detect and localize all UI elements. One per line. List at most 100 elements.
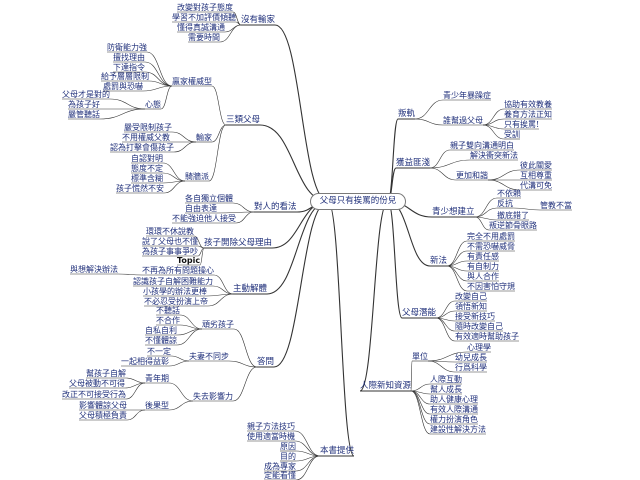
- b3-item-3[interactable]: 不能強迫他人接受: [172, 214, 236, 223]
- b9-sub-item-3[interactable]: 代溝可免: [520, 181, 552, 190]
- branch-interpersonal[interactable]: 人際新知資源: [360, 381, 412, 391]
- b7-item-4[interactable]: 目的: [280, 452, 296, 461]
- branch-parent-potential[interactable]: 父母潛能: [402, 308, 437, 318]
- b6-s3a-label[interactable]: 青年期: [145, 374, 169, 383]
- b2-s1-item-1[interactable]: 防衛能力強: [107, 43, 147, 52]
- b13-sub-label[interactable]: 單位: [412, 352, 428, 361]
- b10-item-1[interactable]: 不依賴: [497, 189, 521, 198]
- branch-new-method[interactable]: 新法: [430, 256, 448, 266]
- b2-s1-item-3[interactable]: 下達指令: [113, 63, 145, 72]
- central-topic[interactable]: 父母只有挨罵的份兒: [310, 193, 406, 210]
- b11-item-5[interactable]: 與人合作: [467, 272, 499, 281]
- b2-s3-item-3[interactable]: 標準含糊: [131, 174, 163, 183]
- b6-s3b-item-2[interactable]: 父母積極負責: [79, 411, 127, 420]
- b4-item-2[interactable]: 說了父母也不懂: [142, 237, 198, 246]
- branch-teen-build[interactable]: 青少想建立: [432, 207, 475, 217]
- b2-s1-item-2[interactable]: 擅找理由: [113, 53, 145, 62]
- b13-item-1[interactable]: 人際互動: [430, 375, 462, 384]
- b12-item-2[interactable]: 領悟新知: [455, 302, 487, 311]
- b11-item-3[interactable]: 有責任感: [467, 252, 499, 261]
- b5-item-2[interactable]: 認識孩子自解困難能力: [133, 277, 213, 286]
- b6-s1-label[interactable]: 頑劣孩子: [202, 320, 234, 329]
- b12-item-3[interactable]: 接受新技巧: [455, 312, 495, 321]
- b10-side[interactable]: 管教不當: [540, 201, 572, 210]
- branch-book-offers[interactable]: 本書提供: [320, 446, 355, 456]
- b1-item-3[interactable]: 懂得真誠溝通: [177, 23, 225, 32]
- b6-s1-item-3[interactable]: 自私自利: [145, 326, 177, 335]
- b8-item-1[interactable]: 青少年暴躁症: [443, 91, 491, 100]
- b9-item-1[interactable]: 親子雙向溝通明白: [450, 141, 514, 150]
- b13-item-6[interactable]: 建設性解決方法: [430, 425, 486, 434]
- b8-sub-item-1[interactable]: 協助有效教養: [504, 100, 552, 109]
- b7-item-1[interactable]: 親子方法技巧: [247, 422, 295, 431]
- b7-item-2[interactable]: 使用適當時機: [247, 432, 295, 441]
- b13-item-3[interactable]: 助人健康心理: [430, 395, 478, 404]
- b8-sub-item-3[interactable]: 只有挨罵!: [504, 120, 540, 129]
- b8-sub-label[interactable]: 誰幫過父母: [443, 116, 483, 125]
- b5-item-3[interactable]: 小孩學的辦法更棒: [143, 287, 207, 296]
- b4-item-1[interactable]: 環環不休說教: [146, 227, 194, 236]
- b6-s3b-label[interactable]: 後果型: [145, 401, 169, 410]
- b6-s2-item-1[interactable]: 不一定: [147, 347, 171, 356]
- b5-item-4[interactable]: 不必忍受扮演上帝: [144, 297, 208, 306]
- b8-sub-item-2[interactable]: 養育方法正知: [504, 110, 552, 119]
- b7-item-6[interactable]: 定能看懂: [264, 471, 296, 480]
- b11-item-4[interactable]: 有自制力: [467, 262, 499, 271]
- b2-s2-item-1[interactable]: 嚴受限制孩子: [124, 123, 172, 132]
- b2-s3-item-4[interactable]: 孩子慌然不安: [116, 184, 164, 193]
- b9-sub-item-1[interactable]: 彼此關愛: [520, 161, 552, 170]
- b12-item-1[interactable]: 改變自己: [455, 292, 487, 301]
- b2-s3-item-2[interactable]: 態度不定: [131, 164, 163, 173]
- b6-s2-label[interactable]: 夫妻不同步: [189, 352, 229, 361]
- b13-sub-item-2[interactable]: 幼兒成長: [455, 353, 487, 362]
- b2-mindset-item-1[interactable]: 父母才是對的: [62, 90, 110, 99]
- branch-qa[interactable]: 答問: [257, 357, 275, 367]
- b9-sub-item-2[interactable]: 互相尊重: [520, 171, 552, 180]
- branch-active-dissolve[interactable]: 主動解體: [233, 284, 268, 294]
- b6-s3a-item-3[interactable]: 改正不可接受行為: [62, 390, 126, 399]
- b12-item-4[interactable]: 隨時改變自己: [455, 322, 503, 331]
- b2-s2-item-3[interactable]: 認為打擊會傷孩子: [110, 143, 174, 152]
- b6-s3-label[interactable]: 失去影響力: [193, 392, 233, 401]
- b13-item-2[interactable]: 幫人成長: [430, 385, 462, 394]
- b11-item-1[interactable]: 完全不用處罰: [467, 232, 515, 241]
- b4-topic[interactable]: Topic: [177, 256, 201, 265]
- b9-sub-label[interactable]: 更加和諧: [456, 171, 488, 180]
- b2-s1-label[interactable]: 贏家權威型: [172, 77, 212, 86]
- b5-root[interactable]: 與想解決辦法: [70, 265, 118, 274]
- b2-s3-item-1[interactable]: 自認對明: [131, 154, 163, 163]
- b10-item-3[interactable]: 撤底錯了: [497, 211, 529, 220]
- branch-benefit[interactable]: 獲益匪淺: [396, 158, 431, 168]
- b2-s3-label[interactable]: 騎牆派: [185, 172, 209, 181]
- b3-item-1[interactable]: 各自獨立個體: [185, 194, 233, 203]
- b1-item-1[interactable]: 改變對孩子態度: [177, 3, 233, 12]
- b13-item-4[interactable]: 有效人際溝通: [430, 405, 478, 414]
- b6-s2-item-2[interactable]: 一起相得益彰: [121, 357, 169, 366]
- b4-item-3[interactable]: 為孩子事事爭吵: [142, 247, 198, 256]
- b10-item-2[interactable]: 反抗: [497, 199, 513, 208]
- b6-s3b-item-1[interactable]: 影響體諒父母: [79, 401, 127, 410]
- b9-item-2[interactable]: 解決衝突新法: [470, 151, 518, 160]
- b2-s2-label[interactable]: 輸家: [196, 133, 212, 142]
- b11-item-2[interactable]: 不需恐嚇威脅: [467, 242, 515, 251]
- b13-item-5[interactable]: 權力扮演角色: [430, 415, 478, 424]
- b6-s3a-item-1[interactable]: 幫孩子自解: [86, 369, 126, 378]
- b6-s1-item-1[interactable]: 不聽話: [156, 306, 180, 315]
- b6-s1-item-2[interactable]: 不合作: [156, 316, 180, 325]
- branch-derail[interactable]: 叛軌: [398, 109, 416, 119]
- b6-s3a-item-2[interactable]: 父母被動不可得: [69, 379, 125, 388]
- b10-item-4[interactable]: 叛逆節骨眼路: [489, 221, 537, 230]
- b2-s2-item-2[interactable]: 不用權威父教: [122, 133, 170, 142]
- b8-sub-item-4[interactable]: 受訓: [504, 130, 520, 139]
- b7-item-3[interactable]: 原因: [280, 442, 296, 451]
- b6-s1-item-4[interactable]: 不懂體諒: [145, 336, 177, 345]
- b5-item-1[interactable]: 不再為所有問題操心: [142, 266, 214, 275]
- branch-three-types[interactable]: 三類父母: [226, 115, 261, 125]
- branch-fire-parents[interactable]: 孩子開除父母理由: [204, 238, 273, 248]
- b13-sub-item-3[interactable]: 行爲科學: [455, 363, 487, 372]
- branch-no-loser[interactable]: 沒有輸家: [241, 15, 276, 25]
- b2-s1-item-4[interactable]: 給予層層限制: [101, 72, 149, 81]
- b2-mindset-item-2[interactable]: 為孩子好: [68, 100, 100, 109]
- b3-item-2[interactable]: 自由表達: [185, 204, 217, 213]
- b2-s1-mindset[interactable]: 心態: [145, 100, 161, 109]
